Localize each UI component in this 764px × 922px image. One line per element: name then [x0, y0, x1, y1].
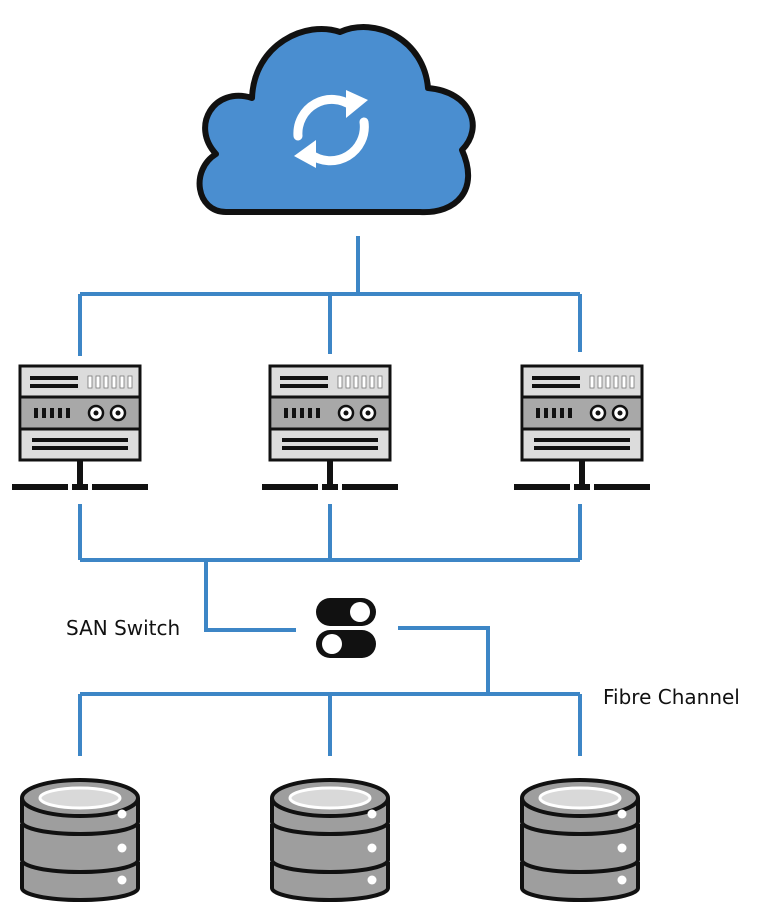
san-switch-label: SAN Switch	[66, 616, 180, 640]
server-icon	[10, 364, 150, 492]
server-icon	[512, 364, 652, 492]
fibre-channel-label: Fibre Channel	[603, 685, 740, 709]
server-icon	[260, 364, 400, 492]
storage-disk-icon	[20, 778, 140, 902]
switch-left-link	[204, 560, 296, 632]
switch-right-link	[398, 626, 490, 694]
storage-disk-icon	[270, 778, 390, 902]
storage-disk-icon	[520, 778, 640, 902]
toggle-switch-icon	[316, 598, 376, 658]
connection-lines	[78, 236, 582, 756]
cloud-sync-icon	[196, 24, 476, 216]
